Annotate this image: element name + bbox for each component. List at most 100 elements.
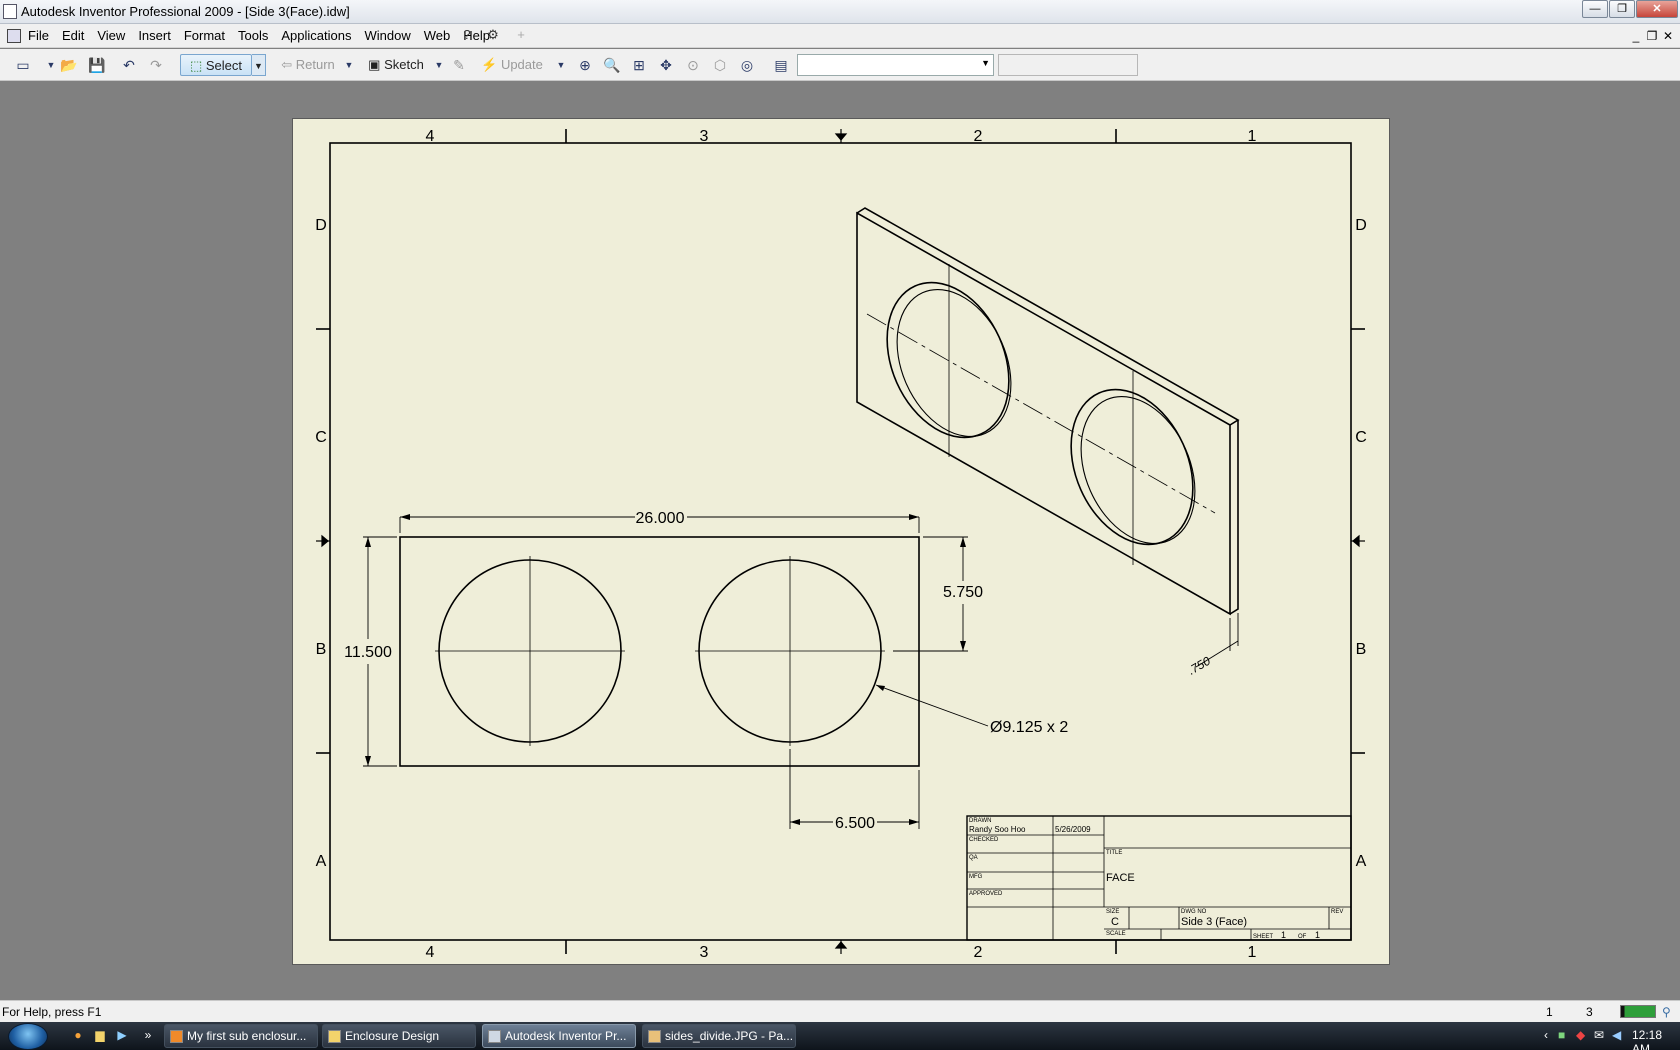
tb-size-value: C: [1111, 916, 1119, 928]
zone-col-top-3: 3: [700, 128, 709, 145]
tray-expand-icon[interactable]: ‹: [1544, 1028, 1548, 1042]
title-bar: Autodesk Inventor Professional 2009 - [S…: [0, 0, 1680, 24]
communication-center-icon[interactable]: ⚙: [487, 27, 499, 42]
acrobat-icon[interactable]: ◆: [1576, 1028, 1586, 1042]
menu-web[interactable]: Web: [423, 28, 451, 43]
select-dropdown-icon[interactable]: ▼: [252, 54, 266, 76]
zone-col-top-1: 1: [1248, 128, 1257, 145]
add-icon[interactable]: +: [517, 27, 525, 42]
menu-help[interactable]: Help: [463, 28, 490, 43]
maximize-button[interactable]: ❐: [1609, 0, 1635, 18]
status-help-text: For Help, press F1: [2, 1005, 102, 1019]
look-at-icon[interactable]: ◎: [740, 57, 754, 73]
menu-applications[interactable]: Applications: [281, 28, 352, 43]
doc-restore-button[interactable]: ❐: [1646, 29, 1658, 43]
zone-row-right-a: A: [1356, 853, 1367, 870]
tb-rev-label: REV: [1331, 909, 1343, 915]
zoom-selected-icon[interactable]: ⊙: [687, 57, 699, 73]
start-button[interactable]: [8, 1023, 48, 1050]
dim-height-text[interactable]: 11.500: [344, 644, 392, 661]
task-paint[interactable]: sides_divide.JPG - Pa...: [642, 1024, 796, 1048]
minimize-button[interactable]: —: [1582, 0, 1608, 18]
tb-drawn-date: 5/26/2009: [1055, 825, 1091, 834]
undo-icon[interactable]: ↶: [123, 57, 135, 73]
layer-combo[interactable]: [998, 54, 1138, 76]
dim-hole-diameter-text[interactable]: Ø9.125 x 2: [990, 719, 1068, 736]
quicklaunch-more-icon[interactable]: »: [144, 1028, 152, 1042]
mail-icon[interactable]: ✉: [1594, 1028, 1605, 1042]
dim-width-text[interactable]: 26.000: [636, 510, 685, 527]
iso-front-face: [856, 211, 1231, 616]
panel-outline: [399, 536, 920, 767]
document-icon[interactable]: [7, 29, 21, 43]
menu-format[interactable]: Format: [183, 28, 225, 43]
drawing-sheet[interactable]: 4 3 2 1 4 3 2 1 D C B A D C B A: [292, 118, 1390, 965]
menu-edit[interactable]: Edit: [61, 28, 85, 43]
new-dropdown-icon[interactable]: ▼: [46, 60, 56, 70]
zone-row-left-c: C: [315, 429, 327, 446]
tb-checked-label: CHECKED: [969, 837, 999, 843]
whats-this-help-icon[interactable]: ?: [463, 27, 471, 42]
menu-file[interactable]: File: [28, 28, 49, 43]
menu-view[interactable]: View: [97, 28, 126, 43]
update-button[interactable]: ⚡ Update: [478, 54, 546, 76]
sketch-button[interactable]: ▣ Sketch: [362, 54, 430, 76]
menu-insert[interactable]: Insert: [138, 28, 171, 43]
doc-close-button[interactable]: ✕: [1662, 29, 1674, 43]
update-dropdown-icon[interactable]: ▼: [556, 60, 566, 70]
layers-icon[interactable]: ▤: [774, 57, 788, 73]
pan-icon[interactable]: ✥: [660, 57, 672, 73]
new-file-icon[interactable]: ▭: [16, 57, 30, 73]
folder-task-icon: [328, 1030, 341, 1043]
dim-vertical-offset-text[interactable]: 5.750: [943, 584, 983, 601]
orbit-icon[interactable]: ⬡: [713, 57, 727, 73]
select-button[interactable]: ⬚ Select: [180, 54, 252, 76]
return-button[interactable]: ⇦ Return: [274, 54, 342, 76]
doc-minimize-button[interactable]: _: [1632, 29, 1640, 43]
title-block[interactable]: [966, 815, 1352, 941]
volume-icon[interactable]: ◀: [1612, 1028, 1622, 1042]
base-view[interactable]: [363, 516, 989, 829]
zoom-all-icon[interactable]: ⊕: [579, 57, 591, 73]
clock[interactable]: 12:18 AM: [1632, 1028, 1663, 1050]
tb-mfg-label: MFG: [969, 874, 983, 880]
dim-thickness[interactable]: [1195, 613, 1239, 668]
paint-task-icon: [648, 1030, 661, 1043]
edit-sketch-icon[interactable]: ✎: [453, 57, 465, 73]
menu-window[interactable]: Window: [364, 28, 411, 43]
app-icon: [3, 4, 17, 19]
task-inventor[interactable]: Autodesk Inventor Pr...: [482, 1024, 636, 1048]
task-label: Autodesk Inventor Pr...: [505, 1029, 627, 1043]
drawing-canvas: 4 3 2 1 4 3 2 1 D C B A D C B A: [315, 128, 1367, 961]
dim-overall-width[interactable]: [399, 516, 920, 533]
style-combo[interactable]: ▼: [797, 54, 994, 76]
folder-icon[interactable]: ▆: [95, 1028, 105, 1042]
combo-dropdown-icon: ▼: [981, 58, 990, 68]
return-dropdown-icon[interactable]: ▼: [344, 60, 354, 70]
save-icon[interactable]: 💾: [88, 57, 106, 73]
resize-grip-icon[interactable]: ⚲: [1662, 1005, 1671, 1019]
open-folder-icon[interactable]: 📂: [60, 57, 78, 73]
zone-row-right-b: B: [1356, 641, 1367, 658]
close-button[interactable]: ✕: [1636, 0, 1678, 18]
firefox-icon[interactable]: ●: [74, 1028, 82, 1042]
isometric-view[interactable]: [856, 207, 1240, 668]
tb-sheet-total: 1: [1315, 930, 1320, 940]
sketch-dropdown-icon[interactable]: ▼: [434, 60, 444, 70]
redo-icon[interactable]: ↷: [150, 57, 162, 73]
zoom-window-icon[interactable]: ⊞: [633, 57, 645, 73]
task-label: sides_divide.JPG - Pa...: [665, 1029, 794, 1043]
return-arrow-icon: ⇦: [281, 57, 293, 72]
dim-thickness-text[interactable]: .750: [1186, 654, 1214, 678]
menu-tools[interactable]: Tools: [238, 28, 269, 43]
task-explorer[interactable]: Enclosure Design: [322, 1024, 476, 1048]
window-controls: — ❐ ✕: [1581, 0, 1678, 18]
zoom-icon[interactable]: 🔍: [603, 57, 621, 73]
network-icon[interactable]: ■: [1558, 1028, 1566, 1042]
task-label: My first sub enclosur...: [187, 1029, 307, 1043]
task-firefox[interactable]: My first sub enclosur...: [164, 1024, 318, 1048]
tb-sheet-label: SHEET: [1253, 934, 1273, 940]
dim-overall-height[interactable]: [363, 536, 397, 767]
media-player-icon[interactable]: ▶: [117, 1028, 127, 1042]
dim-horizontal-offset-text[interactable]: 6.500: [835, 815, 875, 832]
